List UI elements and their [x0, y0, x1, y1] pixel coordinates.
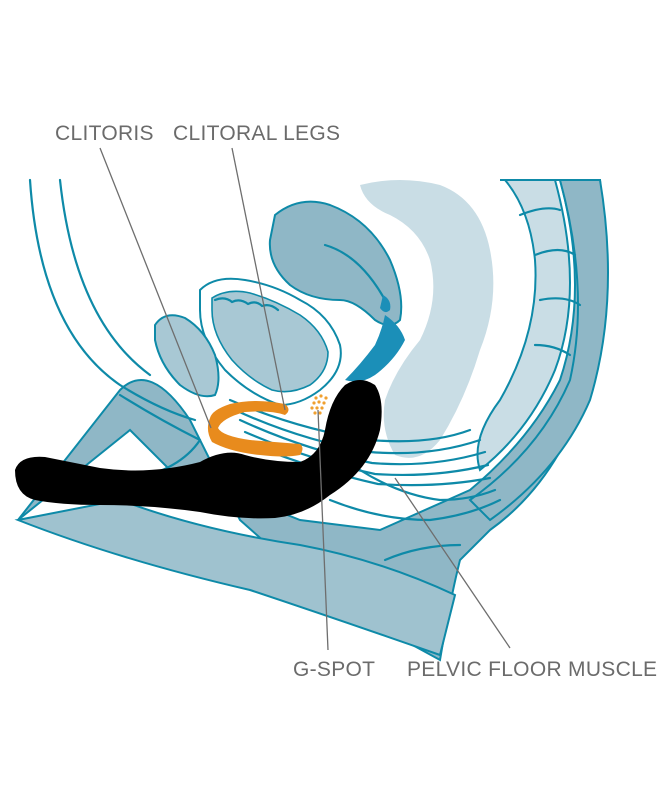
vertebra-line-3	[538, 297, 582, 307]
leader-clitoris	[99, 147, 212, 429]
g-spot-dots	[310, 394, 328, 415]
sacrum	[468, 179, 609, 522]
leader-pelvic-floor	[394, 477, 511, 649]
rectum	[360, 180, 494, 458]
vaginal-canal	[345, 315, 405, 382]
vertebra-line-1	[518, 207, 562, 217]
cervix-detail	[380, 295, 391, 313]
perineum-line	[328, 498, 502, 522]
pubic-bone	[154, 314, 220, 398]
leader-g-spot	[317, 409, 329, 651]
abdominal-wall-inner	[58, 178, 152, 377]
clitoris	[207, 401, 303, 457]
buttock-line	[383, 543, 462, 562]
label-pelvic-floor-muscle: PELVIC FLOOR MUSCLE	[407, 658, 657, 681]
label-g-spot: G-SPOT	[293, 658, 375, 681]
label-clitoris: CLITORIS	[55, 122, 154, 145]
bladder-inner	[211, 290, 329, 393]
device	[15, 380, 382, 519]
vertebrae	[476, 179, 571, 472]
uterus-inner	[323, 243, 387, 302]
leader-clitoral-legs	[231, 147, 286, 411]
abdominal-wall	[28, 178, 197, 422]
lower-tissue	[14, 498, 457, 657]
bladder-wrinkle	[213, 297, 280, 312]
vertebra-line-4	[533, 343, 572, 357]
label-clitoral-legs: CLITORAL LEGS	[173, 122, 340, 145]
vertebra-line-2	[533, 248, 577, 257]
